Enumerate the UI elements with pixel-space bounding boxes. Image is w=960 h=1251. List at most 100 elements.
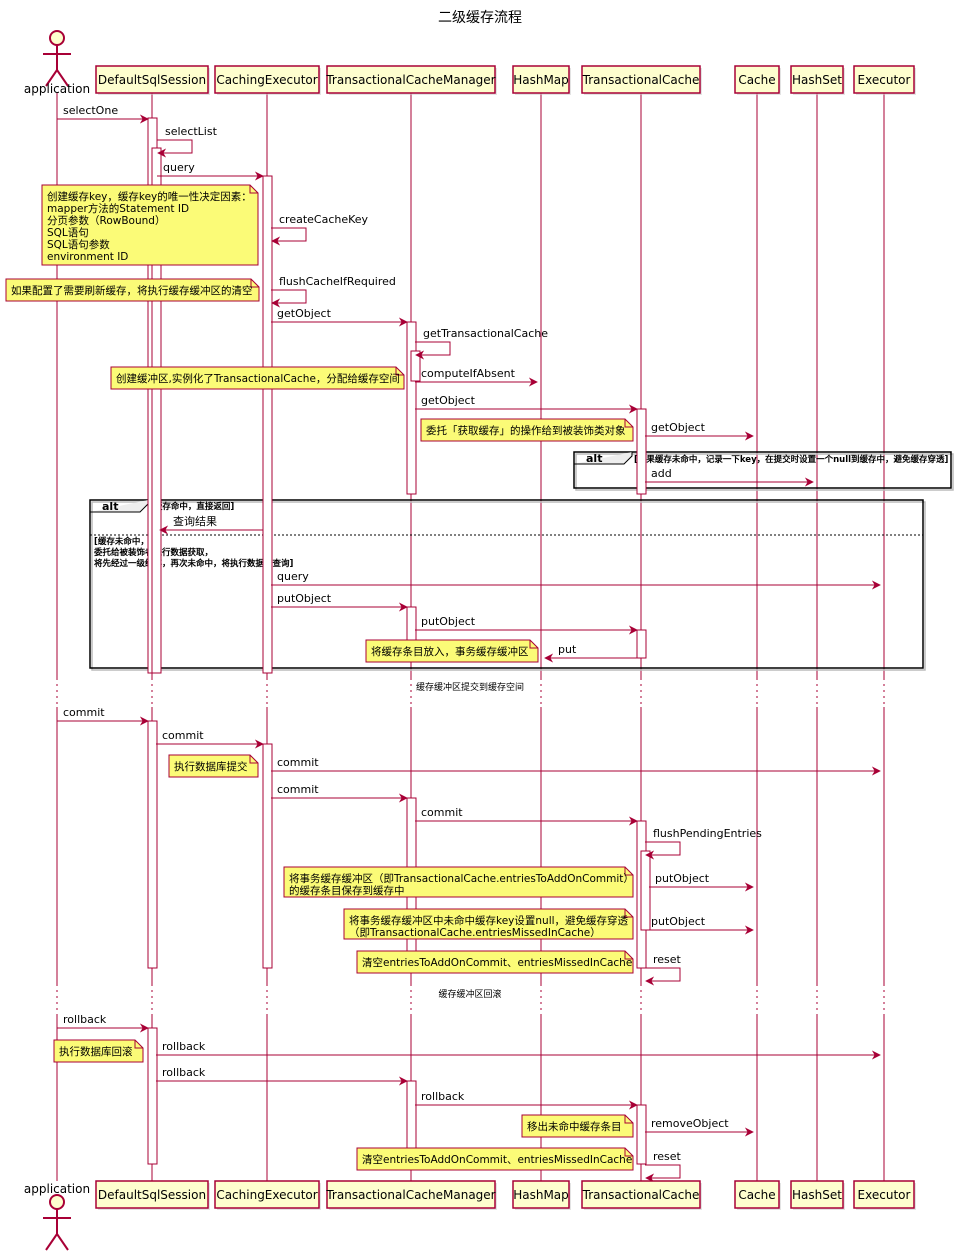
note-box: [283, 866, 634, 898]
participant-tcache-top: TransactionalCache: [581, 65, 702, 95]
message-arrow: [271, 227, 307, 246]
note-text: 执行数据库提交: [174, 760, 248, 773]
note-corner: [624, 867, 633, 876]
participant-label: TransactionalCacheManager: [325, 1188, 495, 1202]
activation-bar: [636, 1104, 647, 1165]
participant-label: DefaultSqlSession: [98, 73, 206, 87]
note-text: mapper方法的Statement ID: [47, 202, 189, 215]
note-box: [356, 950, 634, 974]
note-box: [110, 366, 405, 390]
message-rollback: rollback: [156, 1066, 408, 1086]
note-1: 如果配置了需要刷新缓存，将执行缓存缓冲区的清空: [5, 278, 260, 302]
divider-label: 缓存缓冲区回滚: [438, 988, 501, 1000]
participant-cache-top: Cache: [734, 65, 781, 95]
message-label: removeObject: [651, 1117, 729, 1130]
participant-hashset-bottom: HashSet: [790, 1180, 845, 1210]
actor-head: [49, 1194, 65, 1210]
note-0: 创建缓存key，缓存key的唯一性决定因素：mapper方法的Statement…: [41, 184, 259, 266]
participant-label: TransactionalCache: [582, 73, 700, 87]
participant-label: HashSet: [792, 73, 842, 87]
message-commit: commit: [271, 756, 881, 776]
note-corner: [624, 419, 633, 428]
participant-box: [214, 1180, 320, 1209]
message-label: rollback: [162, 1040, 206, 1053]
actor-bottom: application: [24, 1182, 90, 1251]
message-arrow: [157, 139, 193, 158]
message-label: query: [163, 161, 195, 174]
note-box: [343, 908, 634, 940]
participant-tcm-top: TransactionalCacheManager: [325, 65, 497, 95]
frame-guard: [缓存命中，直接返回]: [150, 501, 234, 512]
message-label: commit: [63, 706, 105, 719]
note-4: 将缓存条目放入，事务缓存缓冲区: [365, 639, 539, 663]
activation-bar: [262, 743, 273, 969]
participant-label: HashMap: [513, 73, 569, 87]
note-corner: [529, 640, 538, 649]
activation-bar: [640, 850, 651, 931]
participant-cache-bottom: Cache: [734, 1180, 781, 1210]
frame-shadow: [91, 501, 926, 671]
message-label: rollback: [162, 1066, 206, 1079]
participant-label: HashSet: [792, 1188, 842, 1202]
message-arrow: [271, 289, 307, 308]
message-reset: reset: [645, 1150, 682, 1183]
message-arrow: [645, 967, 681, 986]
note-corner: [395, 367, 404, 376]
message-label: putObject: [655, 872, 710, 885]
message-label: getObject: [421, 394, 476, 407]
note-text: 委托「获取缓存」的操作给到被装饰类对象: [426, 424, 626, 437]
message-label: query: [277, 570, 309, 583]
diagram-title: 二级缓存流程: [438, 10, 522, 26]
message-commit: commit: [57, 706, 149, 726]
frame-guard: [缓存未命中，: [94, 536, 149, 547]
message-label: put: [558, 643, 577, 656]
message-query: query: [157, 161, 264, 181]
message-removeobject: removeObject: [645, 1117, 754, 1137]
message-label: flushCacheIfRequired: [279, 275, 396, 288]
frame-keyword: alt: [586, 452, 602, 465]
activation-bar: [147, 720, 158, 969]
message-computeifabsent: computeIfAbsent: [415, 367, 538, 387]
note-text: 将事务缓存缓冲区中未命中缓存key设置null，避免缓存穿透: [349, 914, 629, 927]
activation-bar: [147, 1027, 158, 1165]
message-createcachekey: createCacheKey: [271, 213, 369, 246]
message-putobject: putObject: [649, 872, 754, 892]
message-commit: commit: [271, 783, 408, 803]
participant-label: Cache: [738, 1188, 775, 1202]
participant-box: [95, 1180, 209, 1209]
note-corner: [624, 909, 633, 918]
message-label: putObject: [651, 915, 706, 928]
actor-label: application: [24, 82, 90, 96]
messages: selectOneselectListquerycreateCacheKeyfl…: [57, 104, 881, 1183]
message-label: commit: [277, 783, 319, 796]
participant-hashmap-top: HashMap: [512, 65, 571, 95]
message-put: put: [544, 643, 637, 663]
participant-hashmap-bottom: HashMap: [512, 1180, 571, 1210]
divider-label: 缓存缓冲区提交到缓存空间: [416, 681, 524, 693]
message-label: commit: [421, 806, 463, 819]
message-label: selectOne: [63, 104, 118, 117]
alt-fragment-0: alt[如果缓存未命中，记录一下key，在提交时设置一个null到缓存中，避免缓…: [573, 451, 954, 491]
message-label: putObject: [277, 592, 332, 605]
participant-box: [581, 65, 701, 94]
message-flushcacheifrequired: flushCacheIfRequired: [271, 275, 396, 308]
actor-leg: [56, 1233, 69, 1251]
message-arrow: [645, 1164, 681, 1183]
activation-bar: [151, 147, 162, 674]
participant-label: HashMap: [513, 1188, 569, 1202]
message-gettransactionalcache: getTransactionalCache: [415, 327, 548, 360]
message-label: flushPendingEntries: [653, 827, 762, 840]
note-box: [41, 184, 259, 266]
participant-box: [790, 65, 844, 94]
message-label: rollback: [63, 1013, 107, 1026]
message-add: add: [645, 467, 814, 487]
actor-leg: [45, 1233, 58, 1251]
message-label: getObject: [277, 307, 332, 320]
note-2: 创建缓冲区,实例化了TransactionalCache，分配给缓存空间: [110, 366, 405, 390]
participant-label: CachingExecutor: [216, 1188, 317, 1202]
message-rollback: rollback: [57, 1013, 149, 1033]
message-commit: commit: [415, 806, 638, 826]
message-label: createCacheKey: [279, 213, 369, 226]
